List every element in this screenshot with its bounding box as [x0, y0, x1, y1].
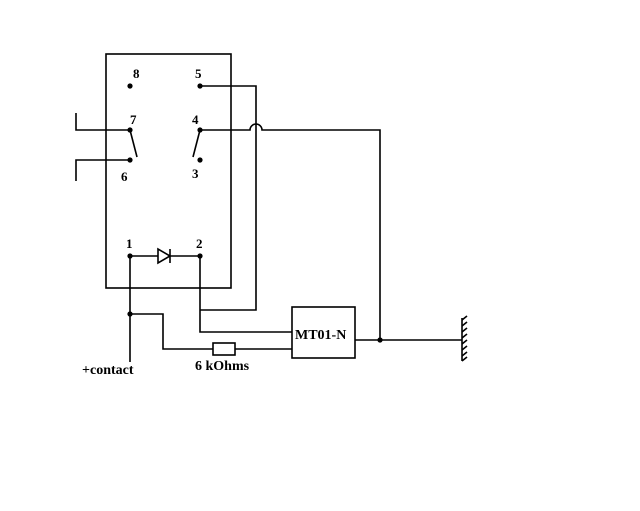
- pin-3-terminal: [197, 157, 203, 163]
- pin-7-wire: [75, 113, 130, 131]
- pin-7-label: 7: [130, 112, 137, 127]
- resistor-label: 6 kOhms: [195, 359, 250, 374]
- pin-5-label: 5: [195, 66, 202, 81]
- pin-8-terminal: [127, 83, 133, 89]
- resistor-feed-wire: [130, 313, 213, 350]
- pin-3-label: 3: [192, 166, 199, 181]
- pin-5-wire: [200, 85, 257, 311]
- diode-symbol: [157, 247, 172, 265]
- pin-6-wire: [75, 159, 130, 181]
- pin-4-label: 4: [192, 112, 199, 127]
- contact-label: +contact: [82, 363, 134, 378]
- resistor: [212, 342, 236, 356]
- ground-icon: [461, 315, 468, 362]
- mt01-n-label: MT01-N: [295, 328, 346, 343]
- ground-junction: [377, 337, 383, 343]
- switch-7-6-blade: [129, 129, 138, 158]
- pin-4-wire: [200, 123, 381, 340]
- pin-1-label: 1: [126, 236, 133, 251]
- pin-8-label: 8: [133, 66, 140, 81]
- relay-housing: [105, 53, 232, 289]
- pin-6-label: 6: [121, 169, 128, 184]
- switch-4-3-blade: [192, 129, 201, 158]
- pin-2-wire: [199, 256, 292, 333]
- pin-2-label: 2: [196, 236, 203, 251]
- mt01-n-module: [291, 306, 356, 359]
